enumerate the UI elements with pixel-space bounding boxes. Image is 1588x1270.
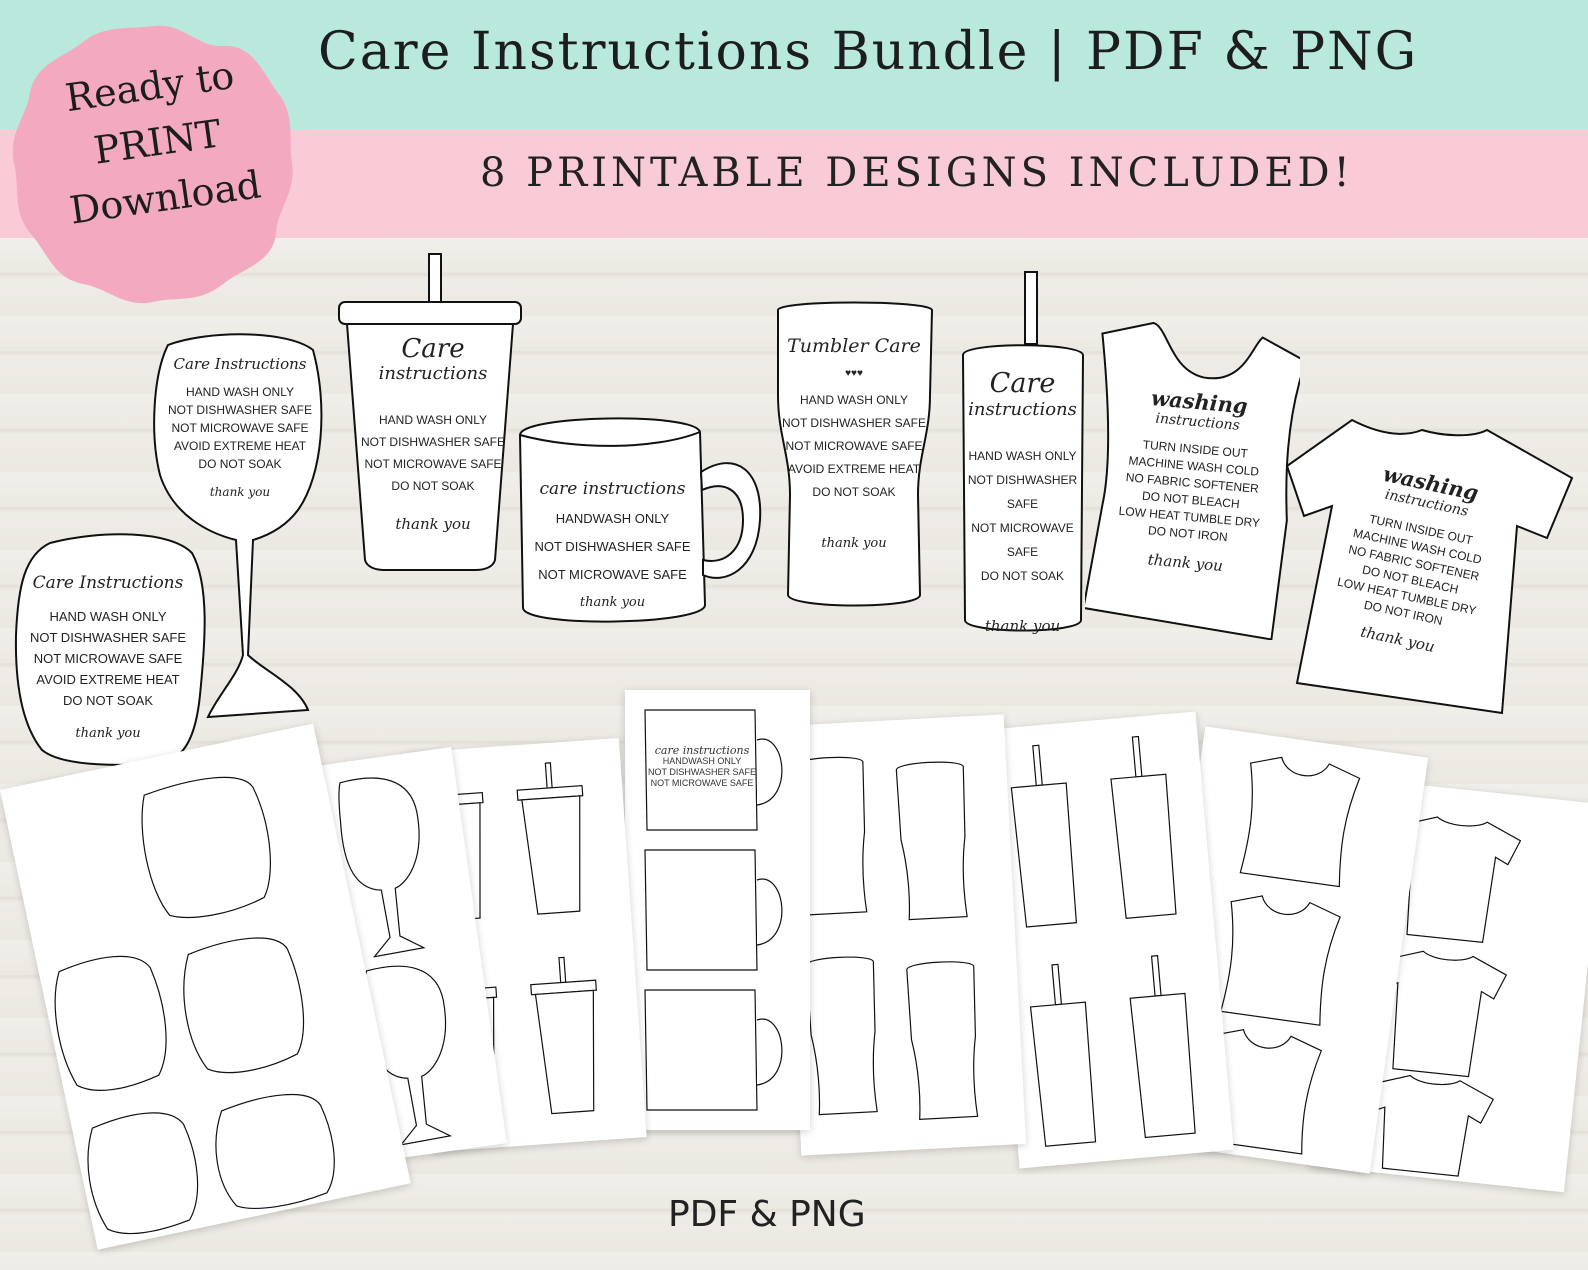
page-title: Care Instructions Bundle | PDF & PNG: [318, 22, 1419, 82]
tumbler-thanks: thank you: [821, 536, 887, 551]
tumbler-line: HAND WASH ONLY: [799, 393, 908, 407]
cup-title-1: Care: [401, 334, 465, 364]
skinny-line: NOT DISHWASHER SAFE: [967, 473, 1078, 511]
mug-shape: [518, 417, 762, 623]
sheet-wine-art: [338, 777, 453, 1146]
cup-title-2: instructions: [378, 363, 488, 384]
wine-label: Care Instructions HAND WASH ONLY NOT DIS…: [160, 355, 320, 501]
wine-thanks: thank you: [209, 485, 271, 499]
stemless-line: NOT MICROWAVE SAFE: [33, 651, 183, 666]
ready-to-print-badge: [12, 25, 293, 304]
stemless-line: DO NOT SOAK: [62, 693, 154, 708]
mug-title: care instructions: [539, 479, 686, 499]
sheet-mug: care instructions HANDWASH ONLY NOT DISH…: [625, 690, 810, 1130]
wine-line: HAND WASH ONLY: [185, 385, 294, 399]
sheet-skinny-art: [1010, 735, 1196, 1147]
wine-title: Care Instructions: [173, 355, 307, 373]
mug-thanks: thank you: [579, 595, 646, 610]
cup-thanks: thank you: [395, 515, 471, 533]
sheet-stemless-art: [54, 776, 335, 1235]
stemless-label: Care Instructions HAND WASH ONLY NOT DIS…: [18, 573, 198, 744]
sheet-tank: [1146, 726, 1429, 1174]
mug-line: NOT DISHWASHER SAFE: [534, 539, 691, 554]
sheet-mug-art: [644, 709, 783, 1111]
sheet-mug-title: care instructions: [654, 744, 750, 757]
sheet-wine: [238, 746, 507, 1174]
stemless-line: NOT DISHWASHER SAFE: [29, 630, 187, 645]
skinny-line: DO NOT SOAK: [980, 569, 1065, 583]
tumbler-line: NOT DISHWASHER SAFE: [781, 416, 927, 430]
wine-glass-shape: [153, 333, 323, 719]
footer-format-label: PDF & PNG: [668, 1194, 866, 1235]
tumbler-line: DO NOT SOAK: [812, 485, 896, 499]
cup-line: DO NOT SOAK: [391, 479, 475, 493]
cup-line: NOT MICROWAVE SAFE: [364, 457, 502, 471]
sheet-tshirt: [1310, 777, 1588, 1193]
sheet-mug-text: care instructions HANDWASH ONLY NOT DISH…: [647, 745, 757, 789]
cup-line: NOT DISHWASHER SAFE: [360, 435, 506, 449]
tumbler-title: Tumbler Care: [787, 335, 921, 357]
sheet-mug-line: HANDWASH ONLY: [662, 756, 742, 766]
cup-label: Care instructions HAND WASH ONLY NOT DIS…: [358, 335, 508, 535]
sheet-tumbler: [778, 714, 1027, 1156]
tank-label: washing instructions TURN INSIDE OUT MAC…: [1097, 383, 1287, 580]
skinny-tumbler-shape: [961, 271, 1085, 632]
wine-line: DO NOT SOAK: [198, 457, 282, 471]
skinny-thanks: thank you: [984, 617, 1061, 635]
sheet-tank-art: [1201, 756, 1361, 1155]
skinny-label: Care instructions HAND WASH ONLY NOT DIS…: [960, 370, 1085, 638]
sheet-skinny: [981, 711, 1234, 1169]
tumbler-line: AVOID EXTREME HEAT: [787, 462, 921, 476]
stemless-line: HAND WASH ONLY: [49, 609, 167, 624]
tshirt-label: washing instructions TURN INSIDE OUT MAC…: [1305, 453, 1523, 668]
wine-line: NOT MICROWAVE SAFE: [171, 421, 309, 435]
tumbler-line: NOT MICROWAVE SAFE: [785, 439, 923, 453]
tank-top-shape: [1085, 322, 1300, 640]
mug-label: care instructions HANDWASH ONLY NOT DISH…: [525, 475, 700, 617]
sheet-stemless: [0, 723, 411, 1250]
wine-line: AVOID EXTREME HEAT: [173, 439, 307, 453]
stemless-thanks: thank you: [75, 726, 141, 741]
mug-line: HANDWASH ONLY: [555, 511, 670, 526]
wine-line: NOT DISHWASHER SAFE: [167, 403, 313, 417]
badge-text: Ready to PRINT Download: [29, 42, 285, 241]
stemless-line: AVOID EXTREME HEAT: [36, 672, 180, 687]
tshirt-shape: [1285, 418, 1574, 715]
skinny-line: NOT MICROWAVE SAFE: [971, 521, 1074, 559]
stemless-title: Care Instructions: [32, 573, 184, 593]
skinny-title-2: instructions: [968, 399, 1077, 420]
cup-line: HAND WASH ONLY: [378, 413, 487, 427]
sheet-mug-line: NOT MICROWAVE SAFE: [650, 778, 754, 788]
cup-shape: [338, 253, 522, 571]
mug-line: NOT MICROWAVE SAFE: [538, 567, 687, 582]
sheet-tumbler-art: [795, 756, 979, 1120]
skinny-title-1: Care: [989, 368, 1056, 399]
page-subtitle: 8 PRINTABLE DESIGNS INCLUDED!: [480, 150, 1354, 196]
skinny-line: HAND WASH ONLY: [968, 449, 1077, 463]
tumbler-label: Tumbler Care ♥♥♥ HAND WASH ONLY NOT DISH…: [778, 335, 930, 555]
tumbler-shape: [777, 301, 934, 607]
sheet-tshirt-art: [1370, 816, 1522, 1177]
sheet-mug-line: NOT DISHWASHER SAFE: [647, 767, 756, 777]
